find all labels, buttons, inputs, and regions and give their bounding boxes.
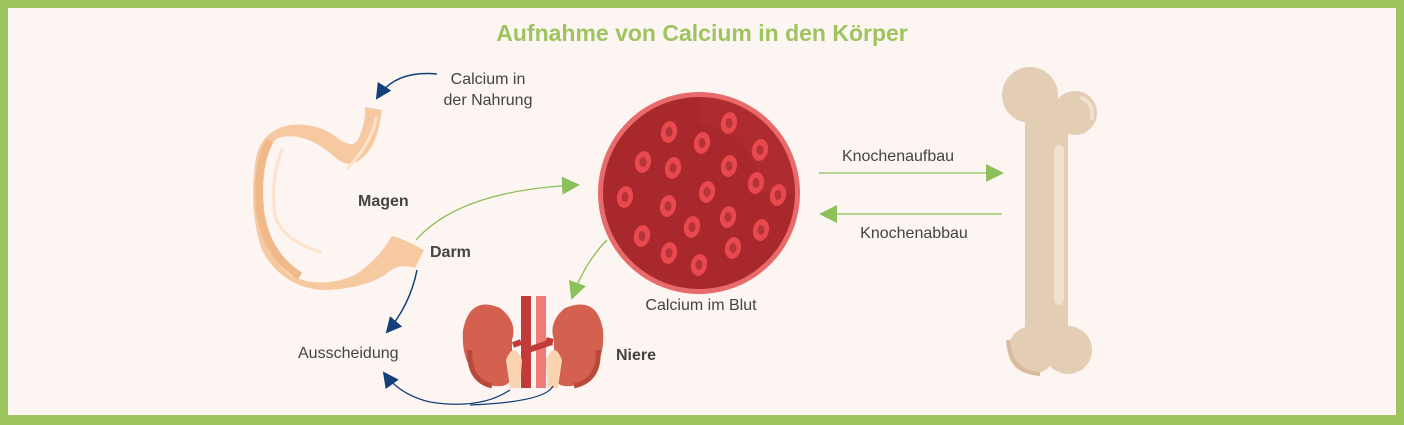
- blood-cell-center: [752, 178, 760, 188]
- blood-cell-center: [698, 138, 706, 148]
- blood-cell-center: [669, 163, 677, 173]
- bone-build-label: Knochenaufbau: [842, 148, 954, 165]
- blood-cell-center: [724, 212, 732, 222]
- stomach-label: Magen: [358, 193, 409, 210]
- food-label-line2: der Nahrung: [444, 92, 533, 109]
- kidney-illustration: [462, 296, 604, 389]
- blood-cell-center: [665, 127, 673, 137]
- intestine-to-blood-arrow: [415, 176, 580, 241]
- blood-to-kidney-arrow: [568, 239, 608, 300]
- blood-cell-center: [703, 187, 711, 197]
- blood-cell-center: [756, 145, 764, 155]
- blood-illustration: [598, 92, 800, 294]
- blood-cell-center: [664, 201, 672, 211]
- blood-cell-center: [638, 231, 646, 241]
- blood-cell-center: [757, 225, 765, 235]
- stomach-illustration: [253, 107, 424, 290]
- food-label-line1: Calcium in: [451, 71, 526, 88]
- blood-label: Calcium im Blut: [645, 297, 757, 314]
- kidney-label: Niere: [616, 347, 656, 364]
- blood-cell-center: [665, 248, 673, 258]
- kidney-to-excretion-arrow: [382, 371, 511, 405]
- diagram-title: Aufnahme von Calcium in den Körper: [496, 20, 908, 46]
- excretion-label: Ausscheidung: [298, 345, 399, 362]
- kidney-to-excretion-arrow-2: [469, 385, 554, 406]
- intestine-label: Darm: [430, 244, 471, 261]
- blood-cell-center: [725, 118, 733, 128]
- blood-cell-center: [688, 222, 696, 232]
- blood-cell-center: [725, 161, 733, 171]
- blood-cell-center: [639, 157, 647, 167]
- blood-cell-center: [774, 190, 782, 200]
- bone-illustration: [1002, 67, 1097, 376]
- blood-cell-center: [729, 243, 737, 253]
- food-to-stomach-arrow: [375, 72, 438, 100]
- blood-cell-center: [695, 260, 703, 270]
- bone-loss-label: Knochenabbau: [860, 225, 968, 242]
- blood-cell-center: [621, 192, 629, 202]
- intestine-to-excretion-arrow: [385, 269, 418, 334]
